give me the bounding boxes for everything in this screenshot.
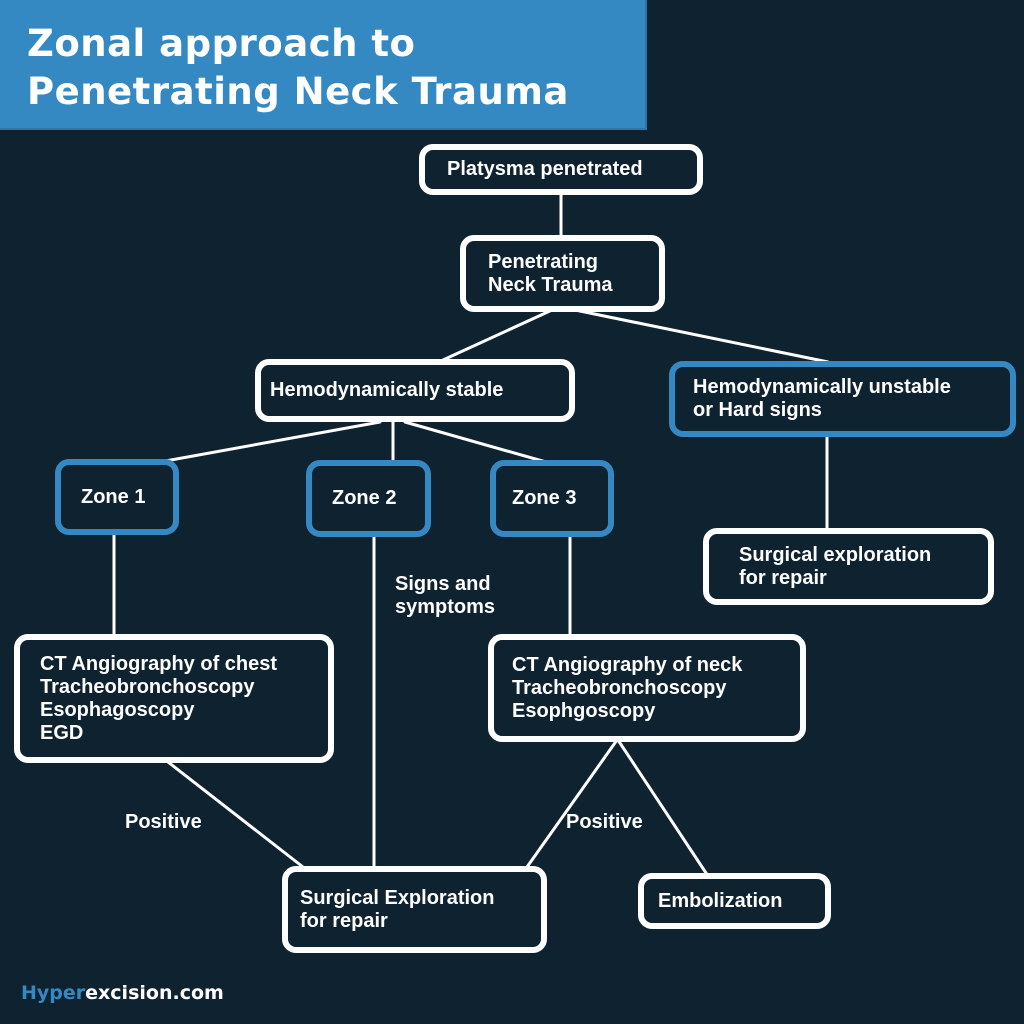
edge-label-signs-symptoms: Signs and symptoms bbox=[395, 573, 495, 619]
node-text: Penetrating bbox=[488, 250, 599, 273]
node-ct-angiography-neck: CT Angiography of neck Tracheobronchosco… bbox=[488, 634, 806, 742]
node-embolization: Embolization bbox=[638, 873, 831, 929]
brand-part-1: Hyper bbox=[21, 982, 86, 1004]
node-platysma-penetrated: Platysma penetrated bbox=[419, 144, 703, 195]
node-text: Zone 3 bbox=[512, 487, 577, 509]
node-text: for repair bbox=[300, 909, 388, 932]
edge-label-line: symptoms bbox=[395, 596, 496, 618]
node-text: CT Angiography of neck bbox=[512, 653, 743, 676]
edge-stable-zone3 bbox=[403, 420, 555, 466]
edge-label-positive-right: Positive bbox=[566, 811, 643, 833]
node-text: Hemodynamically stable bbox=[270, 379, 504, 401]
edge-ct-neck-embolization bbox=[616, 738, 710, 878]
edge-ct-neck-surgical-bottom bbox=[525, 738, 619, 869]
node-penetrating-neck-trauma: Penetrating Neck Trauma bbox=[460, 235, 665, 312]
node-zone-3: Zone 3 bbox=[490, 460, 614, 537]
title-banner: Zonal approach to Penetrating Neck Traum… bbox=[0, 0, 647, 130]
title-line-2: Penetrating Neck Trauma bbox=[27, 70, 569, 113]
footer-brand: Hyperexcision.com bbox=[21, 982, 224, 1004]
node-text: Hemodynamically unstable bbox=[693, 376, 951, 398]
node-text: Surgical Exploration bbox=[300, 886, 495, 909]
edge-stable-zone1 bbox=[158, 420, 382, 464]
edge-ct-chest-surgical-bottom bbox=[166, 760, 305, 869]
edge-pnt-unstable bbox=[573, 308, 830, 364]
node-surgical-exploration-right: Surgical exploration for repair bbox=[703, 528, 994, 605]
node-surgical-exploration-bottom: Surgical Exploration for repair bbox=[282, 866, 547, 953]
node-text: for repair bbox=[739, 566, 827, 589]
node-zone-1: Zone 1 bbox=[55, 459, 179, 535]
node-text: or Hard signs bbox=[693, 399, 822, 421]
node-text: Zone 1 bbox=[81, 485, 146, 508]
edge-label-line: Signs and bbox=[395, 573, 491, 595]
node-text: Esophgoscopy bbox=[512, 699, 656, 722]
node-zone-2: Zone 2 bbox=[306, 460, 431, 537]
edge-label-positive-left: Positive bbox=[125, 811, 202, 833]
node-text: Tracheobronchoscopy bbox=[512, 676, 727, 699]
node-hemodynamically-stable: Hemodynamically stable bbox=[255, 359, 575, 422]
brand-part-2: excision.com bbox=[85, 982, 224, 1004]
node-text: Neck Trauma bbox=[488, 273, 613, 296]
edge-pnt-stable bbox=[441, 308, 554, 362]
node-text: Zone 2 bbox=[332, 487, 397, 509]
node-text: Platysma penetrated bbox=[447, 158, 643, 180]
title-line-1: Zonal approach to bbox=[27, 22, 416, 65]
node-text: CT Angiography of chest bbox=[40, 652, 278, 675]
node-text: Surgical exploration bbox=[739, 543, 932, 566]
node-text: Esophagoscopy bbox=[40, 698, 195, 721]
node-ct-angiography-chest: CT Angiography of chest Tracheobronchosc… bbox=[14, 634, 334, 763]
node-text: Embolization bbox=[658, 889, 783, 912]
node-text: Tracheobronchoscopy bbox=[40, 675, 255, 698]
node-hemodynamically-unstable: Hemodynamically unstable or Hard signs bbox=[669, 361, 1016, 437]
node-text: EGD bbox=[40, 721, 84, 744]
